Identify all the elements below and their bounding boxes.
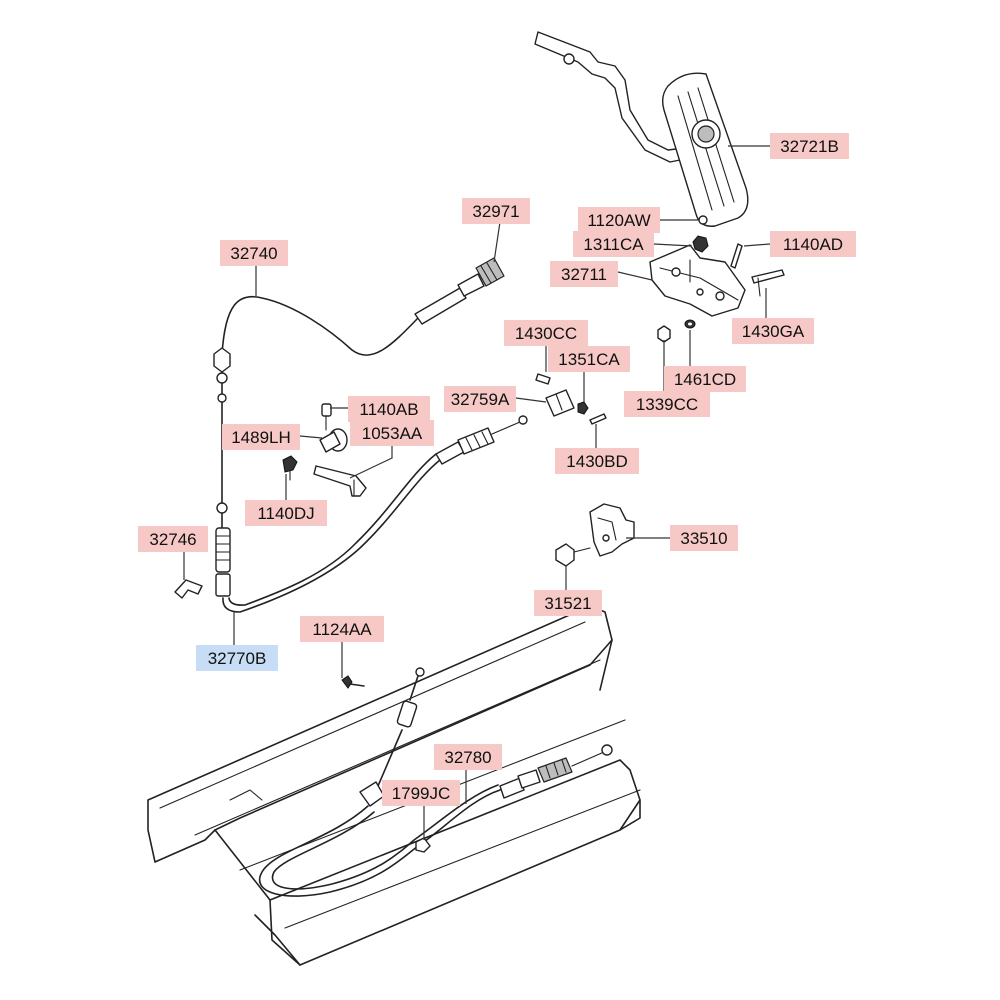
svg-text:1124AA: 1124AA	[312, 620, 372, 639]
svg-text:1351CA: 1351CA	[558, 350, 620, 369]
label-31521: 31521	[534, 590, 602, 616]
lever-assembly	[282, 403, 367, 497]
svg-text:1140AB: 1140AB	[359, 400, 418, 419]
svg-text:1461CD: 1461CD	[674, 370, 736, 389]
label-1351CA: 1351CA	[548, 346, 630, 372]
svg-text:32711: 32711	[561, 265, 607, 284]
label-32746: 32746	[138, 526, 208, 552]
svg-text:1053AA: 1053AA	[362, 424, 423, 443]
svg-text:32721B: 32721B	[780, 137, 839, 156]
label-32971: 32971	[462, 198, 530, 224]
cable-32770B	[174, 415, 528, 613]
svg-text:32780: 32780	[444, 748, 491, 767]
svg-text:31521: 31521	[544, 594, 591, 613]
svg-text:1140DJ: 1140DJ	[257, 504, 314, 523]
label-32759A: 32759A	[444, 386, 516, 412]
svg-text:32740: 32740	[230, 244, 277, 263]
accelerator-pedal	[534, 31, 749, 227]
label-32711: 32711	[550, 261, 618, 287]
label-32780: 32780	[434, 744, 502, 770]
cable-32740	[213, 257, 505, 597]
svg-text:32770B: 32770B	[208, 649, 267, 668]
svg-text:1489LH: 1489LH	[231, 428, 291, 447]
svg-text:32746: 32746	[149, 530, 196, 549]
cable-32780	[259, 667, 613, 897]
label-1124AA: 1124AA	[300, 616, 384, 642]
label-1140AB: 1140AB	[348, 396, 430, 422]
label-1053AA: 1053AA	[350, 420, 434, 446]
label-32770B: 32770B	[196, 645, 278, 671]
svg-text:1311CA: 1311CA	[583, 235, 644, 254]
svg-text:1120AW: 1120AW	[587, 211, 650, 230]
label-1430CC: 1430CC	[504, 320, 588, 346]
label-32721B: 32721B	[770, 133, 849, 159]
svg-text:1339CC: 1339CC	[636, 395, 698, 414]
label-1339CC: 1339CC	[624, 391, 710, 417]
svg-text:1799JC: 1799JC	[392, 784, 451, 803]
svg-text:1430BD: 1430BD	[566, 452, 627, 471]
label-1489LH: 1489LH	[222, 424, 300, 450]
svg-text:33510: 33510	[680, 529, 727, 548]
svg-text:32971: 32971	[472, 202, 519, 221]
svg-text:1430CC: 1430CC	[515, 324, 577, 343]
pedal-bracket	[649, 215, 785, 343]
svg-text:32759A: 32759A	[451, 390, 510, 409]
cable-end-parts	[535, 373, 607, 425]
label-1430GA: 1430GA	[732, 318, 814, 344]
label-1430BD: 1430BD	[555, 448, 639, 474]
label-1140DJ: 1140DJ	[245, 500, 327, 526]
label-1461CD: 1461CD	[664, 366, 746, 392]
svg-text:1140AD: 1140AD	[783, 235, 843, 254]
label-1311CA: 1311CA	[573, 231, 654, 257]
label-1140AD: 1140AD	[770, 231, 856, 257]
label-33510: 33510	[670, 525, 738, 551]
svg-text:1430GA: 1430GA	[742, 322, 805, 341]
bolt-1124AA	[341, 675, 365, 689]
label-32740: 32740	[220, 240, 288, 266]
label-1120AW: 1120AW	[578, 207, 660, 233]
bracket-33510	[555, 503, 635, 567]
label-1799JC: 1799JC	[382, 780, 460, 806]
